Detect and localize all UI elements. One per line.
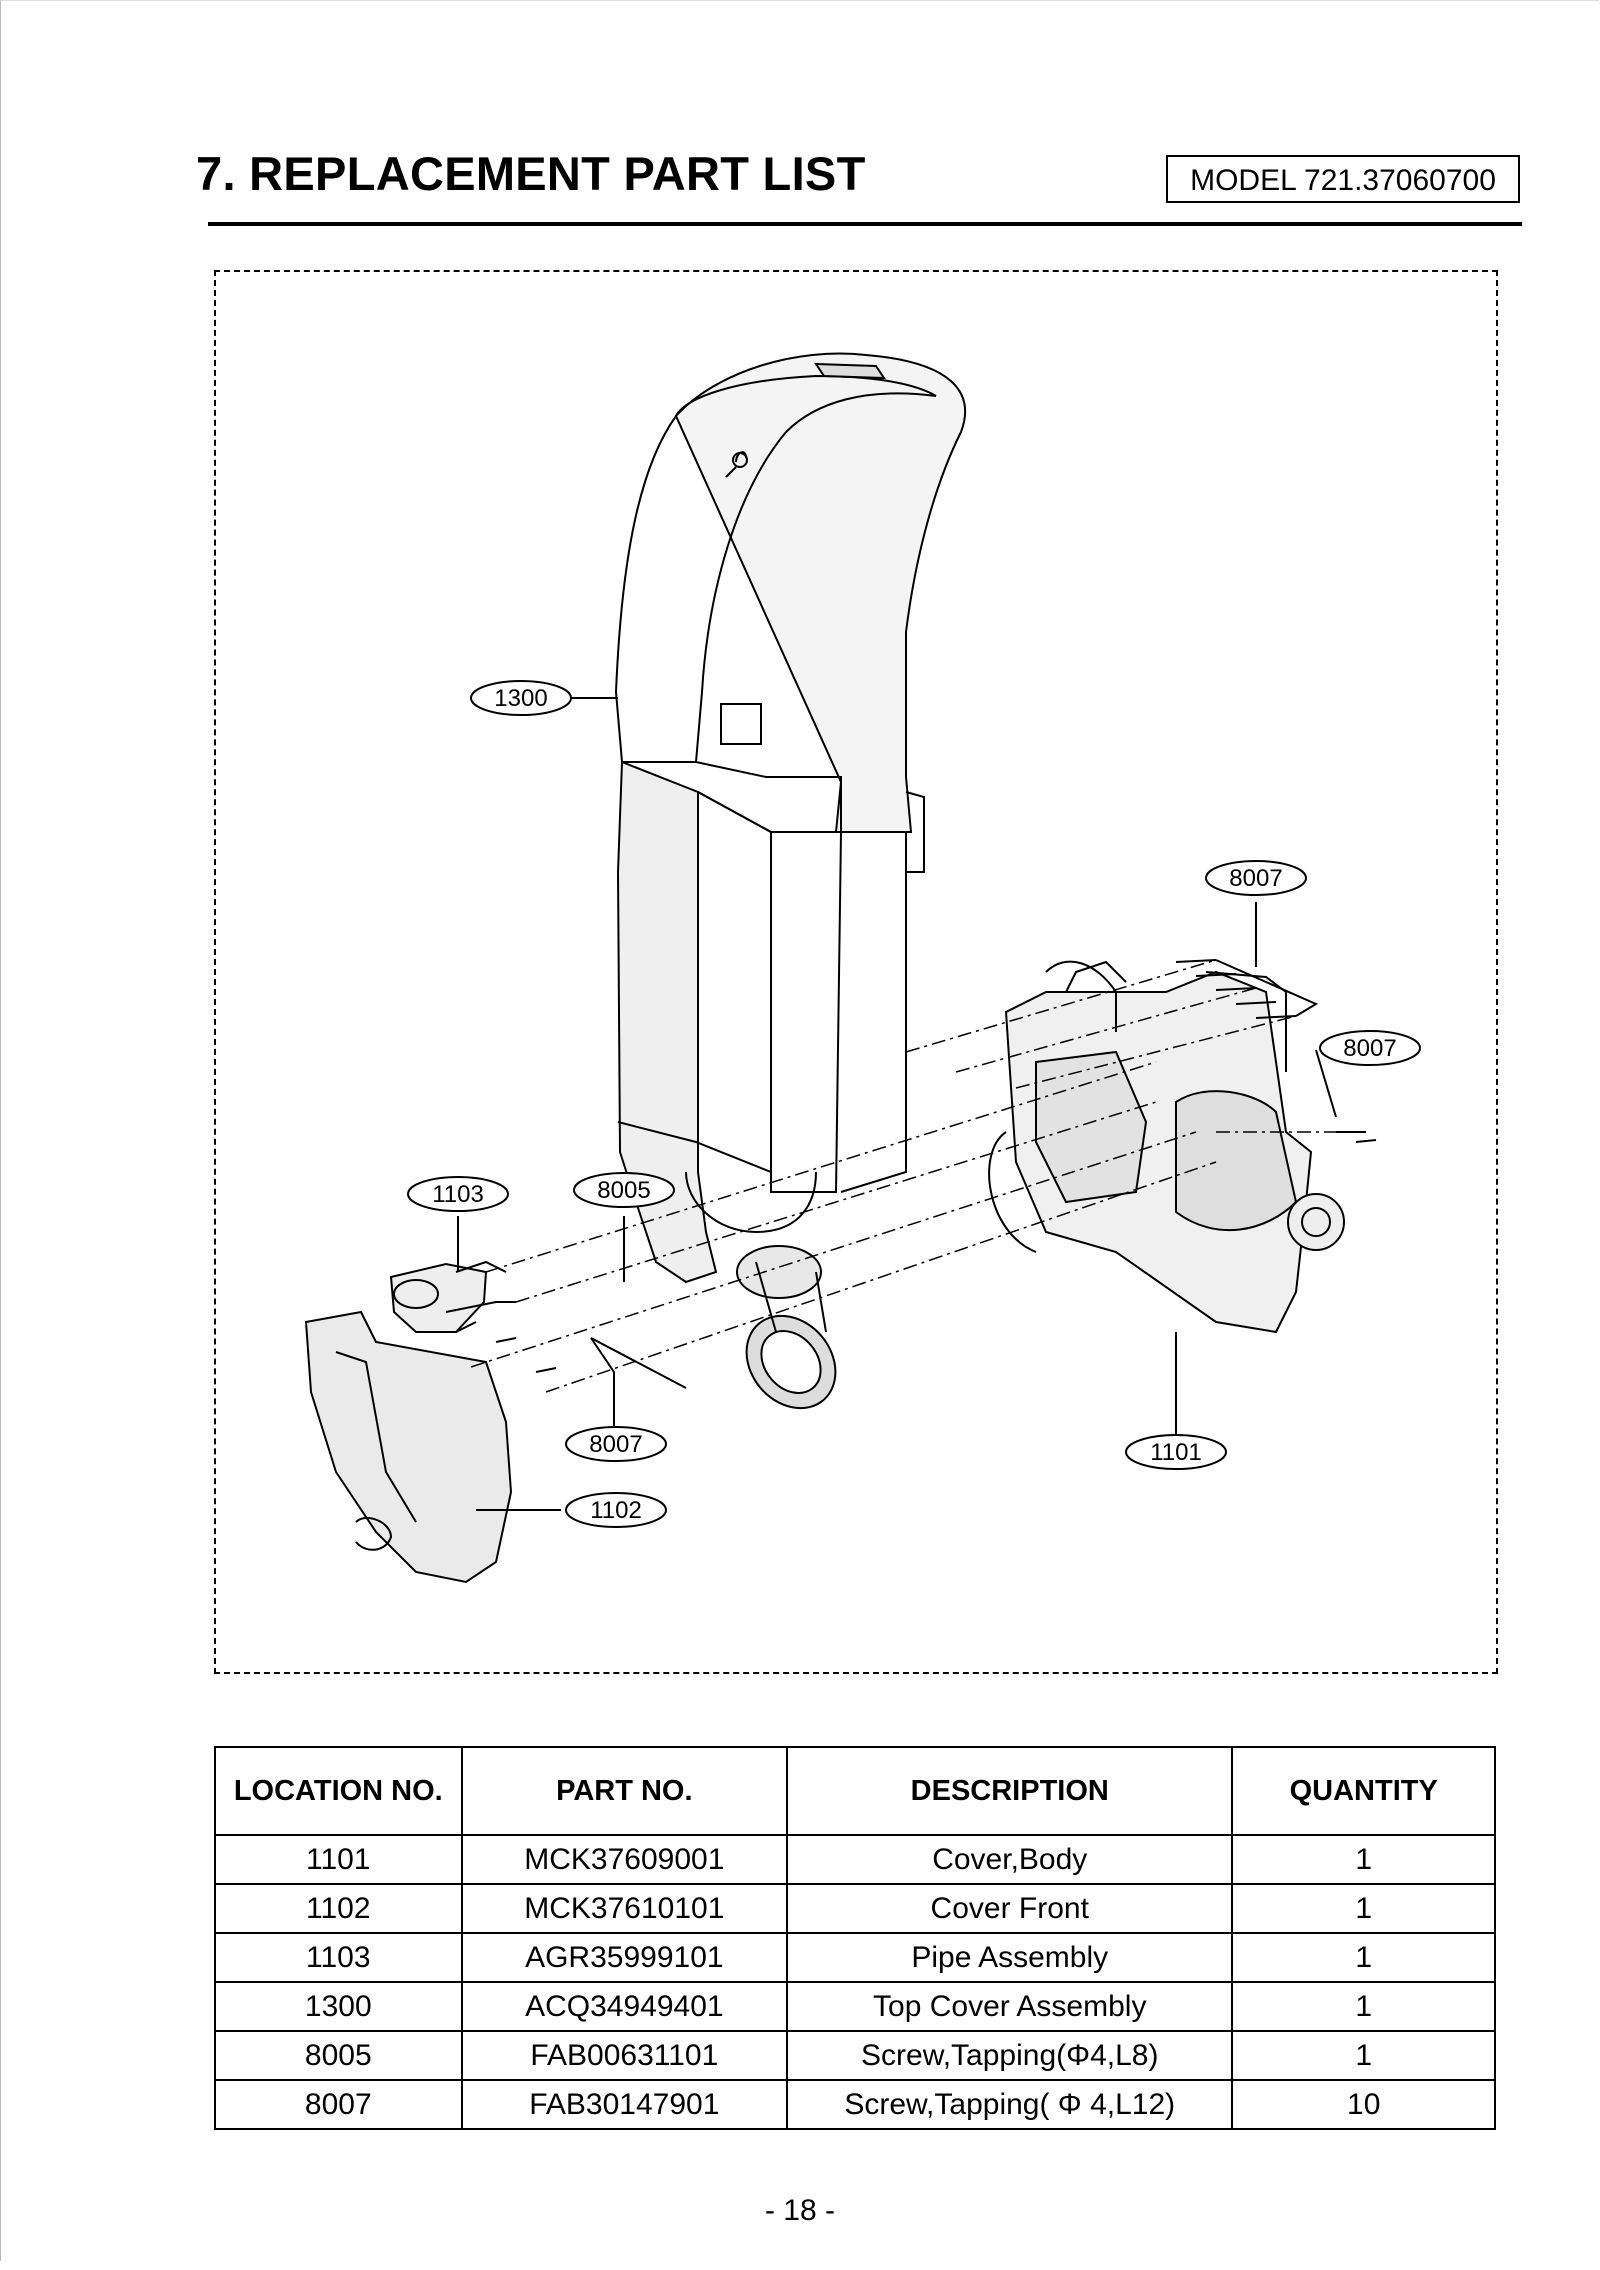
callout-1103: 1103 bbox=[407, 1176, 509, 1212]
model-number-box: MODEL 721.37060700 bbox=[1166, 155, 1520, 203]
screws-top-group bbox=[1175, 959, 1319, 1019]
callout-8005: 8005 bbox=[573, 1172, 675, 1208]
cell-location: 8007 bbox=[214, 2079, 463, 2130]
svg-text:8007: 8007 bbox=[1343, 1035, 1396, 1062]
cell-description: Screw,Tapping( Φ 4,L12) bbox=[786, 2079, 1234, 2130]
cell-quantity: 10 bbox=[1231, 2079, 1496, 2130]
screws-bottom-group bbox=[455, 1321, 557, 1373]
callout-8007-bottom: 8007 bbox=[565, 1426, 667, 1462]
cell-location: 1101 bbox=[214, 1834, 463, 1885]
exploded-view-diagram: 1300 8007 8007 1103 8005 8007 1102 1101 bbox=[214, 270, 1498, 1674]
cell-location: 1300 bbox=[214, 1981, 463, 2032]
cell-part-no: MCK37610101 bbox=[460, 1883, 789, 1934]
cell-quantity: 1 bbox=[1231, 1834, 1496, 1885]
callout-8007-right: 8007 bbox=[1319, 1030, 1421, 1066]
column-header-location: LOCATION NO. bbox=[214, 1746, 463, 1836]
cell-quantity: 1 bbox=[1231, 1883, 1496, 1934]
table-row: 1103 AGR35999101 Pipe Assembly 1 bbox=[214, 1932, 1496, 1983]
svg-text:8005: 8005 bbox=[597, 1177, 650, 1204]
callout-1300: 1300 bbox=[470, 680, 572, 716]
cell-description: Top Cover Assembly bbox=[786, 1981, 1234, 2032]
title-rule bbox=[208, 222, 1522, 226]
cell-part-no: MCK37609001 bbox=[460, 1834, 789, 1885]
callout-8007-top: 8007 bbox=[1205, 860, 1307, 896]
table-row: 8005 FAB00631101 Screw,Tapping(Φ4,L8) 1 bbox=[214, 2030, 1496, 2081]
table-row: 8007 FAB30147901 Screw,Tapping( Φ 4,L12)… bbox=[214, 2079, 1496, 2130]
assembly-guide-lines bbox=[470, 959, 1366, 1393]
table-row: 1101 MCK37609001 Cover,Body 1 bbox=[214, 1834, 1496, 1885]
cell-location: 1102 bbox=[214, 1883, 463, 1934]
svg-text:1101: 1101 bbox=[1150, 1439, 1202, 1466]
top-cover-assembly-drawing bbox=[614, 352, 967, 1410]
cell-quantity: 1 bbox=[1231, 2030, 1496, 2081]
table-row: 1300 ACQ34949401 Top Cover Assembly 1 bbox=[214, 1981, 1496, 2032]
cell-part-no: AGR35999101 bbox=[460, 1932, 789, 1983]
cell-description: Cover Front bbox=[786, 1883, 1234, 1934]
svg-text:8007: 8007 bbox=[589, 1431, 642, 1458]
column-header-part-no: PART NO. bbox=[460, 1746, 789, 1836]
column-header-quantity: QUANTITY bbox=[1231, 1746, 1496, 1836]
callout-1102: 1102 bbox=[565, 1492, 667, 1528]
exploded-view-drawing: 1300 8007 8007 1103 8005 8007 1102 1101 bbox=[304, 352, 1421, 1584]
cell-part-no: ACQ34949401 bbox=[460, 1981, 789, 2032]
cell-quantity: 1 bbox=[1231, 1932, 1496, 1983]
cell-location: 8005 bbox=[214, 2030, 463, 2081]
page-title: 7. REPLACEMENT PART LIST bbox=[196, 147, 866, 200]
column-header-description: DESCRIPTION bbox=[786, 1746, 1234, 1836]
pipe-assembly-drawing bbox=[389, 1260, 516, 1333]
cell-description: Pipe Assembly bbox=[786, 1932, 1234, 1983]
front-cover-drawing bbox=[304, 1310, 513, 1584]
cell-description: Cover,Body bbox=[786, 1834, 1234, 1885]
page-number-text: - 18 - bbox=[764, 2194, 836, 2227]
page-number: - 18 - bbox=[0, 2194, 1600, 2270]
cell-quantity: 1 bbox=[1231, 1981, 1496, 2032]
svg-text:1102: 1102 bbox=[590, 1497, 642, 1524]
body-cover-drawing bbox=[988, 960, 1345, 1334]
svg-text:8007: 8007 bbox=[1229, 865, 1282, 892]
cell-description: Screw,Tapping(Φ4,L8) bbox=[786, 2030, 1234, 2081]
svg-text:1300: 1300 bbox=[494, 685, 547, 712]
table-row: 1102 MCK37610101 Cover Front 1 bbox=[214, 1883, 1496, 1934]
cell-location: 1103 bbox=[214, 1932, 463, 1983]
cell-part-no: FAB00631101 bbox=[460, 2030, 789, 2081]
cell-part-no: FAB30147901 bbox=[460, 2079, 789, 2130]
callout-1101: 1101 bbox=[1125, 1434, 1227, 1470]
table-header-row: LOCATION NO. PART NO. DESCRIPTION QUANTI… bbox=[214, 1746, 1496, 1836]
svg-text:1103: 1103 bbox=[432, 1181, 484, 1208]
callout-leaders bbox=[457, 697, 1337, 1511]
parts-table: LOCATION NO. PART NO. DESCRIPTION QUANTI… bbox=[214, 1746, 1496, 2130]
screws-right-group bbox=[1336, 1131, 1377, 1143]
